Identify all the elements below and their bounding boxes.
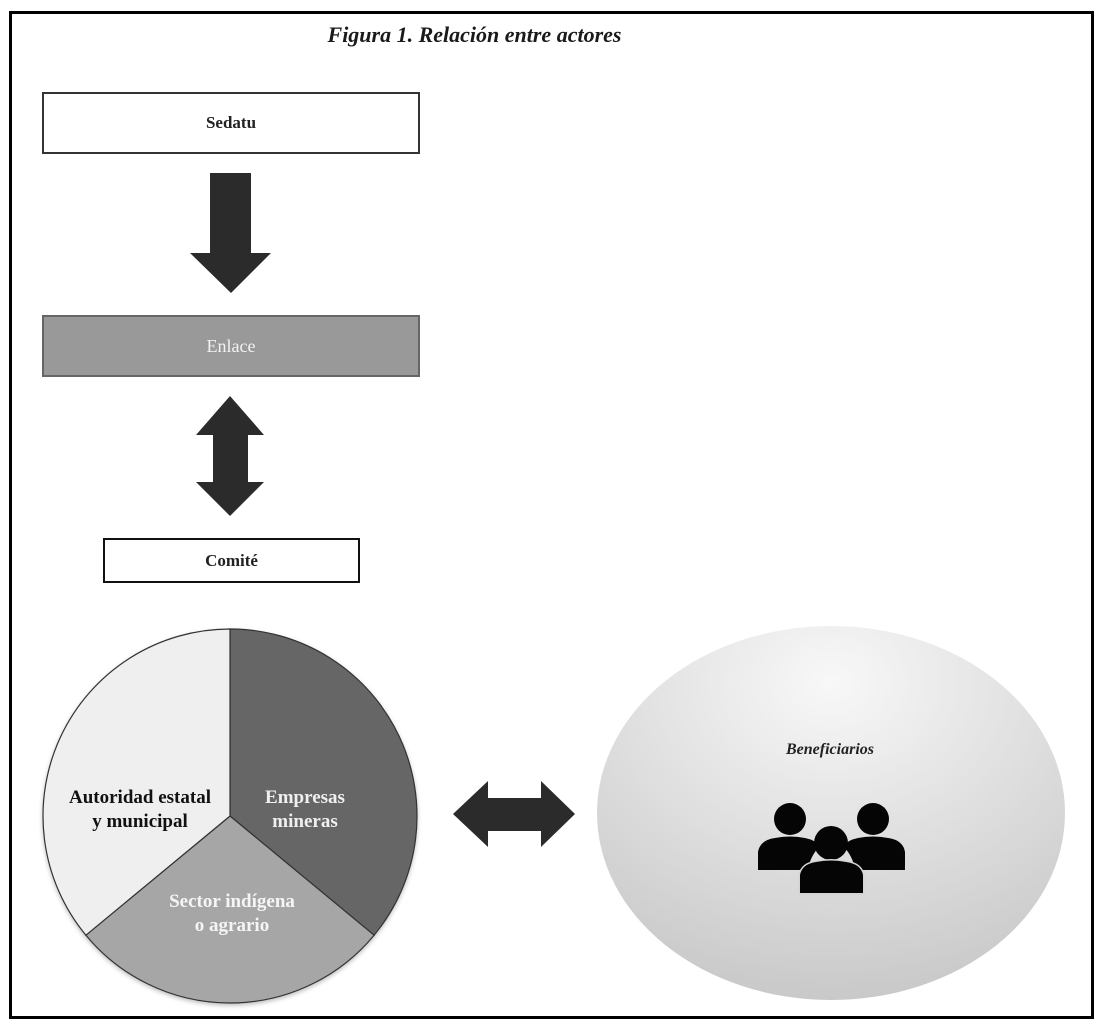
enlace-label: Enlace: [206, 335, 256, 356]
pie-slice-autoridad: [42, 628, 231, 937]
enlace-node: Enlace: [42, 315, 420, 377]
pie-label-line: Sector indígena: [169, 891, 295, 912]
pie-slice-sector-indigena-label: Sector indígena o agrario: [169, 891, 295, 936]
group-of-people-icon: [758, 803, 905, 895]
up-down-arrow-icon: [196, 396, 264, 516]
left-right-arrow-icon: [453, 781, 575, 847]
comite-label: Comité: [205, 550, 258, 570]
sedatu-label: Sedatu: [205, 113, 257, 132]
actors-pie: [42, 628, 418, 1004]
pie-label-line: o agrario: [195, 915, 269, 936]
figure-title: Figura 1. Relación entre actores: [0, 22, 1105, 48]
beneficiarios-label: Beneficiarios: [785, 741, 874, 758]
pie-slice-autoridad-label: Autoridad estatal y municipal: [69, 787, 211, 832]
pie-slice-sector-indigena: [85, 815, 375, 1004]
comite-node: Comité: [103, 538, 360, 583]
figure-title-text: Figura 1. Relación entre actores: [327, 22, 622, 47]
pie-slice-empresas-mineras: [229, 628, 418, 937]
beneficiarios-ellipse: [597, 626, 1065, 1000]
sedatu-node: Sedatu: [42, 92, 420, 154]
pie-label-line: Autoridad estatal: [69, 787, 211, 808]
pie-label-line: y municipal: [92, 811, 188, 832]
pie-label-line: mineras: [272, 811, 337, 832]
down-arrow-icon: [190, 173, 271, 293]
pie-label-line: Empresas: [265, 787, 345, 808]
pie-slice-empresas-mineras-label: Empresas mineras: [265, 787, 345, 832]
